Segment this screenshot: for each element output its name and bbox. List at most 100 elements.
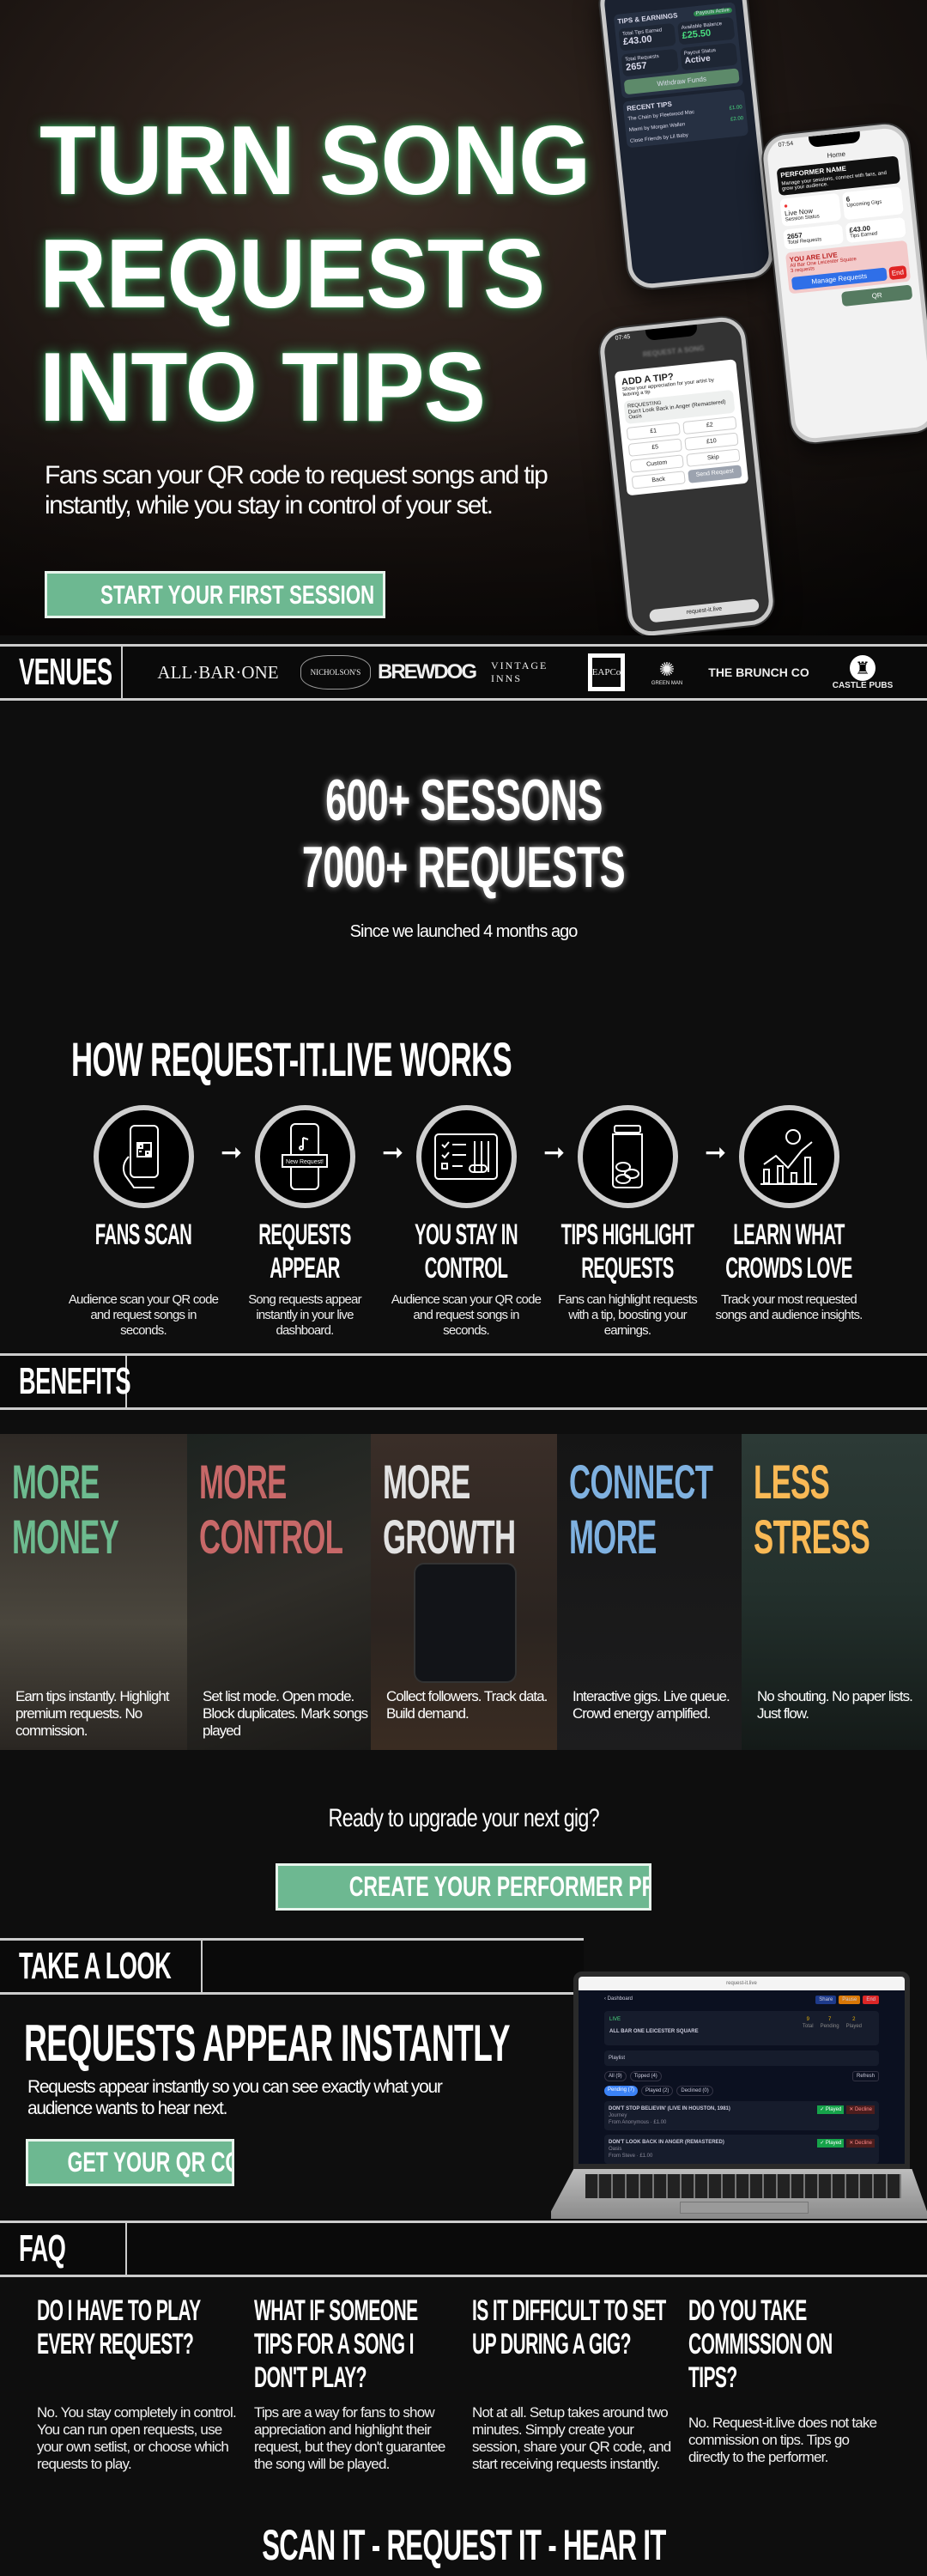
played-button[interactable]: ✓ Played [817,2105,845,2114]
tab-pending[interactable]: Pending (7) [604,2086,639,2096]
benefit-desc: Interactive gigs. Live queue. Crowd ener… [573,1688,730,1722]
refresh-button[interactable]: Refresh [851,2071,879,2081]
logo-vintage-inns: VINTAGE INNS [491,659,548,684]
venue-name: ALL BAR ONE LEICESTER SQUARE [609,2029,699,2034]
logo-green-man: ✺GREEN MAN [651,659,683,686]
end-button[interactable]: End [863,1996,879,2004]
benefits-label: BENEFITS [19,1360,131,1402]
hero-subtitle: Fans scan your QR code to request songs … [45,461,548,519]
tab-played[interactable]: Played (2) [641,2086,674,2096]
tab-declined[interactable]: Declined (0) [676,2086,713,2096]
payouts-badge: Payouts Active [693,7,733,16]
requests-appear-title: REQUESTS APPEAR INSTANTLY [24,2014,511,2072]
share-button[interactable]: Share [815,1996,837,2004]
stat-label: Pending [820,2024,839,2029]
tip-option[interactable]: £5 [627,438,682,457]
back-button[interactable]: Back [631,471,686,489]
step-title: REQUESTS APPEAR [258,1218,351,1285]
end-button[interactable]: End [888,265,907,281]
logo-nicholsons: NICHOLSON'S [300,655,371,690]
step-fans-scan: FANS SCAN Audience scan your QR code and… [66,1105,221,1339]
take-a-look-bar: TAKE A LOOK [0,1938,584,1995]
step-desc: Track your most requested songs and audi… [715,1292,863,1322]
request-artist: Journey [609,2113,627,2118]
total-requests-value: 2657 [625,60,648,73]
benefits-bar: BENEFITS [0,1353,927,1410]
faq-answer: No. You stay completely in control. You … [37,2404,237,2472]
hero-title-line-2: REQUESTS [39,220,545,329]
decline-button[interactable]: ✕ Decline [846,2105,875,2114]
faq-question: DO YOU TAKE COMMISSION ON TIPS? [688,2294,833,2394]
browser-url-bar[interactable]: request-it.live [579,1977,905,1990]
send-request-button[interactable]: Send Request [688,465,742,483]
recent-tips-title: RECENT TIPS [626,100,673,113]
tip-option[interactable]: £1 [626,422,681,440]
request-from: From Steve · £1.00 [609,2154,653,2159]
playlist-dropdown[interactable]: Playlist [604,2050,879,2066]
step-desc: Audience scan your QR code and request s… [391,1292,542,1338]
benefit-desc: Collect followers. Track data. Build dem… [386,1688,548,1722]
faq-question: IS IT DIFFICULT TO SET UP DURING A GIG? [472,2294,666,2360]
take-a-look-label: TAKE A LOOK [19,1945,172,1987]
start-session-button[interactable]: START YOUR FIRST SESSION [45,571,385,618]
hero-section: TURN SONG REQUESTS INTO TIPS Fans scan y… [0,0,927,635]
step-desc: Fans can highlight requests with a tip, … [558,1292,698,1338]
stats-caption: Since we launched 4 months ago [349,922,579,941]
url-bar[interactable]: request-it.live [649,598,760,623]
phone-image [414,1563,517,1683]
decline-button[interactable]: ✕ Decline [846,2139,875,2148]
hero-title-line-1: TURN SONG [39,106,591,216]
qr-button[interactable]: QR [841,284,913,307]
request-row: DON'T STOP BELIEVIN' (LIVE IN HOUSTON, 1… [604,2101,879,2130]
request-song-header: REQUEST A SONG [642,344,705,359]
step-desc: Song requests appear instantly in your l… [248,1292,361,1338]
benefit-desc: Set list mode. Open mode. Block duplicat… [203,1688,368,1739]
hero-title-line-3: INTO TIPS [39,333,486,442]
filter-all[interactable]: All (9) [604,2071,627,2081]
create-profile-button[interactable]: CREATE YOUR PERFORMER PROFILE [276,1863,651,1911]
played-button[interactable]: ✓ Played [817,2139,845,2148]
svg-text:New Request!: New Request! [286,1159,324,1165]
logo-brunch-co: THE BRUNCH CO [708,665,809,679]
pause-button[interactable]: Pause [839,1996,861,2004]
status-time: 07:54 [778,141,794,149]
logo-all-bar-one: ALL·BAR·ONE [157,661,279,683]
requests-appear-desc: Requests appear instantly so you can see… [27,2077,443,2118]
stat-sessions: 600+ SESSONS [324,768,603,833]
step-stay-in-control: YOU STAY IN CONTROL Audience scan your Q… [389,1105,543,1339]
tip-option[interactable]: Skip [686,448,741,467]
faq-label: FAQ [19,2227,66,2269]
step-desc: Audience scan your QR code and request s… [68,1292,219,1338]
request-row: DON'T LOOK BACK IN ANGER (REMASTERED)Oas… [604,2135,879,2164]
stat-label: Played [845,2024,862,2029]
tip-option[interactable]: £10 [684,432,739,451]
total-tips-value: £43.00 [622,33,653,48]
logo-castle-pubs: ♜CASTLE PUBS [824,647,901,698]
step-learn: LEARN WHAT CROWDS LOVE Track your most r… [712,1105,866,1323]
dashboard-back-link[interactable]: ‹ Dashboard [604,1996,633,2002]
payout-status-value: Active [684,53,712,66]
tip-option[interactable]: Custom [629,454,684,473]
get-qr-code-button[interactable]: GET YOUR QR CODE [26,2139,234,2186]
stat-requests: 7000+ REQUESTS [301,835,626,900]
filter-tipped[interactable]: Tipped (4) [629,2071,662,2081]
logo-eapco: EAPCo [588,653,625,691]
faq-answer: Tips are a way for fans to show apprecia… [254,2404,445,2472]
logo-brewdog: BREWDOG [378,660,477,683]
stats-section: 600+ SESSONS 7000+ REQUESTS Since we lau… [0,767,927,942]
request-artist: Oasis [609,2147,622,2152]
status-time: 07:45 [615,334,631,342]
arrow-right-icon: ➞ [382,1138,404,1168]
analytics-icon [738,1105,839,1208]
steps-row: FANS SCAN Audience scan your QR code and… [66,1105,866,1339]
stat-value: 7 [827,2017,832,2022]
arrow-right-icon: ➞ [543,1138,566,1168]
tip-option[interactable]: £2 [682,416,737,435]
faq-question: WHAT IF SOMEONE TIPS FOR A SONG I DON'T … [254,2294,418,2394]
